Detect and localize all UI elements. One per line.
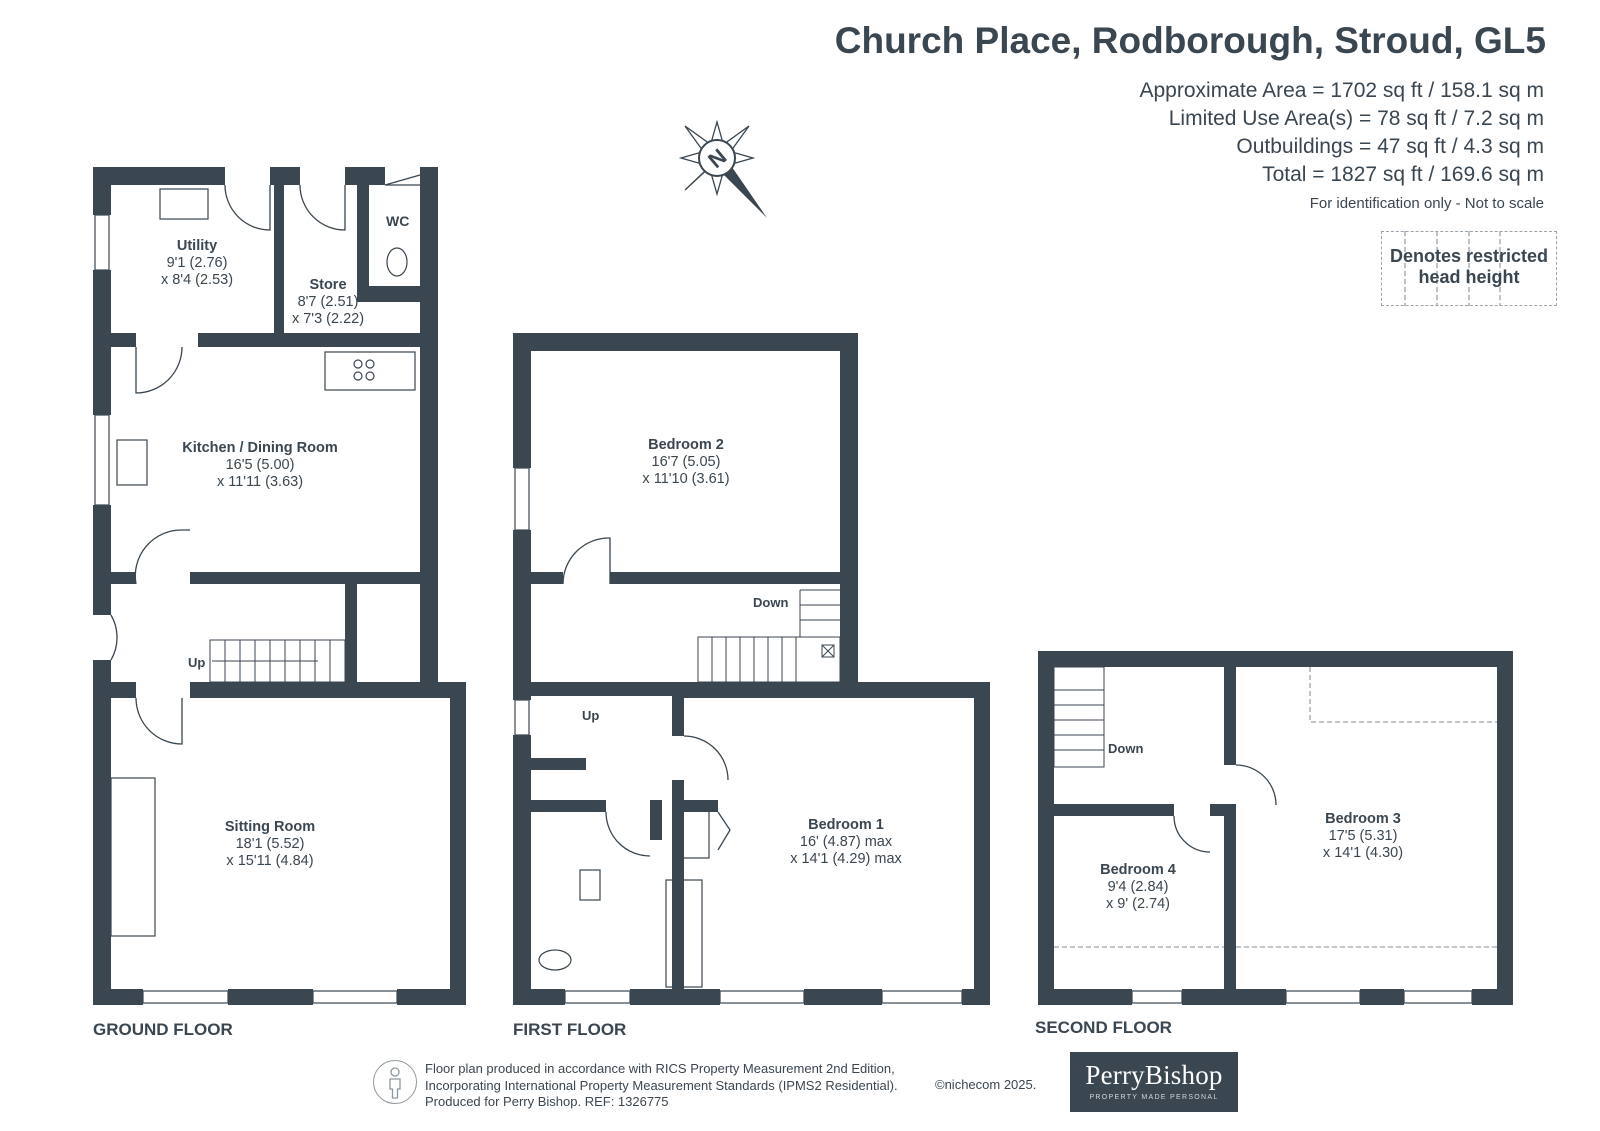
sf-wall: [1038, 651, 1513, 667]
stairs-up-ground: Up: [188, 655, 206, 670]
sf-wall: [1210, 804, 1236, 816]
ff-wall: [962, 989, 990, 1005]
ff-wall: [630, 989, 720, 1005]
sf-wall: [1224, 805, 1236, 1005]
first-floor-label: FIRST FLOOR: [513, 1020, 627, 1039]
restricted-legend-box: [1381, 231, 1557, 306]
page-title: Church Place, Rodborough, Stroud, GL5: [834, 20, 1546, 61]
rics-statement: Floor plan produced in accordance with R…: [425, 1061, 898, 1109]
ff-wall: [513, 989, 565, 1005]
ff-wall: [513, 333, 858, 351]
gf-wall: [357, 167, 369, 302]
gf-wall: [420, 167, 438, 682]
gf-wall: [93, 989, 143, 1005]
sf-wall: [1038, 989, 1132, 1005]
ff-wall: [610, 572, 840, 584]
ff-wall: [650, 800, 662, 840]
sf-wall: [1472, 989, 1513, 1005]
gf-wall: [274, 167, 284, 335]
restricted-lines: [1054, 231, 1501, 948]
gf-wall: [357, 286, 420, 302]
gf-wall: [397, 989, 466, 1005]
ff-wall: [513, 333, 531, 468]
windows: [94, 214, 1473, 1004]
fixtures: [110, 188, 710, 988]
ff-wall: [840, 333, 858, 683]
ff-wall: [672, 682, 990, 698]
sf-wall: [1038, 651, 1054, 1005]
room-wc: WC: [386, 213, 410, 229]
person-icon: [373, 1060, 417, 1104]
gf-wall: [198, 333, 420, 347]
gf-wall: [111, 682, 136, 698]
gf-wall: [111, 572, 136, 584]
ff-wall: [672, 780, 684, 1005]
gf-wall: [93, 660, 111, 1005]
stairs-down-first: Down: [753, 595, 789, 610]
stairs-down-second: Down: [1108, 741, 1144, 756]
outbuildings-area: Outbuildings = 47 sq ft / 4.3 sq m: [1236, 135, 1544, 158]
ff-wall: [672, 800, 718, 812]
copyright: ©nichecom 2025.: [935, 1077, 1037, 1092]
gf-wall: [228, 989, 313, 1005]
doors: [110, 174, 1277, 857]
gf-wall: [345, 584, 357, 684]
sf-wall: [1054, 804, 1174, 816]
gf-wall: [190, 572, 420, 584]
ff-wall: [531, 800, 606, 812]
ff-wall: [672, 696, 684, 736]
ground-floor-label: GROUND FLOOR: [93, 1020, 233, 1039]
sf-wall: [1360, 989, 1404, 1005]
gf-wall: [111, 333, 136, 347]
gf-wall: [93, 270, 111, 415]
stairs: [209, 589, 1105, 768]
gf-wall: [93, 505, 111, 615]
sf-wall: [1497, 651, 1513, 1005]
gf-wall: [93, 167, 225, 185]
compass-rose-icon: [678, 119, 767, 218]
ff-wall: [974, 682, 990, 1005]
ff-wall: [513, 530, 531, 700]
sf-wall: [1224, 667, 1236, 765]
total-area: Total = 1827 sq ft / 169.6 sq m: [1262, 163, 1544, 186]
stairs-up-first: Up: [582, 708, 600, 723]
gf-wall: [450, 682, 466, 1005]
ff-wall: [804, 989, 882, 1005]
gf-wall: [190, 682, 466, 698]
walls: [93, 167, 1513, 1005]
ff-wall: [513, 735, 531, 1005]
second-floor-label: SECOND FLOOR: [1035, 1018, 1172, 1037]
ff-wall: [531, 682, 691, 696]
ff-wall: [531, 572, 563, 584]
ff-wall: [531, 758, 586, 770]
sf-wall: [1182, 989, 1286, 1005]
scale-note: For identification only - Not to scale: [1309, 195, 1544, 212]
limited-use-area: Limited Use Area(s) = 78 sq ft / 7.2 sq …: [1168, 107, 1544, 130]
perry-bishop-logo: PerryBishop PROPERTY MADE PERSONAL: [1070, 1052, 1238, 1112]
approximate-area: Approximate Area = 1702 sq ft / 158.1 sq…: [1139, 79, 1545, 102]
